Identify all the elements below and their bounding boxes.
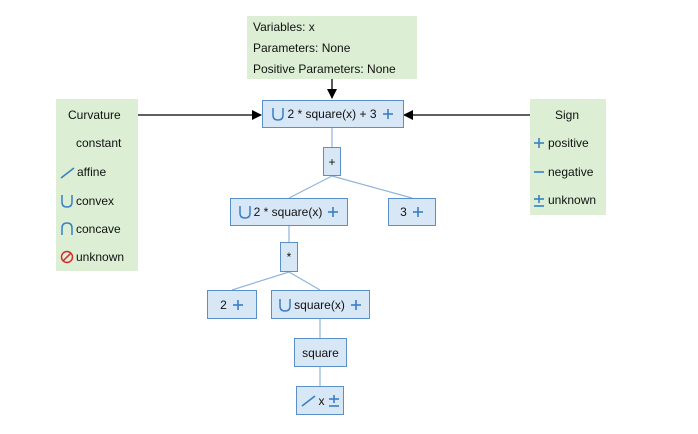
negative-label: negative xyxy=(548,165,594,179)
square-expression-node[interactable]: square(x) xyxy=(271,290,370,319)
concave-label: concave xyxy=(76,222,121,236)
concave-icon xyxy=(60,222,74,236)
legend-concave: concave xyxy=(60,222,121,236)
unknown-curvature-label: unknown xyxy=(76,250,125,264)
curvature-title: Curvature xyxy=(68,108,121,122)
plus-icon xyxy=(327,206,339,218)
info-box: Variables: x Parameters: None Positive P… xyxy=(247,16,417,79)
convex-label: convex xyxy=(76,194,115,208)
root-expression-label: 2 * square(x) + 3 xyxy=(287,107,377,121)
legend-negative: negative xyxy=(533,165,593,179)
unknown-curvature-icon xyxy=(60,250,74,264)
constant-two-label: 2 xyxy=(220,297,227,312)
plus-icon xyxy=(382,108,394,120)
plus-minus-icon xyxy=(328,394,340,407)
product-expression-node[interactable]: 2 * square(x) xyxy=(230,198,348,226)
affine-icon xyxy=(301,394,316,407)
sign-legend: Sign positive negative unknown xyxy=(530,99,606,215)
constant-three-node[interactable]: 3 xyxy=(388,198,436,226)
convex-icon xyxy=(238,205,251,219)
constant-label: constant xyxy=(76,136,122,150)
plus-operator-label: + xyxy=(328,154,336,169)
positive-label: positive xyxy=(548,136,589,150)
times-operator-node[interactable]: * xyxy=(280,242,298,272)
unknown-sign-label: unknown xyxy=(548,193,597,207)
legend-constant: constant xyxy=(76,136,121,150)
affine-label: affine xyxy=(77,165,107,179)
convex-icon xyxy=(272,107,285,121)
plus-icon xyxy=(412,206,424,218)
constant-three-label: 3 xyxy=(400,205,407,219)
square-function-label: square xyxy=(302,345,339,360)
square-expression-label: square(x) xyxy=(294,297,345,312)
legend-positive: positive xyxy=(533,136,589,150)
legend-affine: affine xyxy=(60,165,106,179)
plus-operator-node[interactable]: + xyxy=(323,147,341,176)
plus-icon xyxy=(533,137,545,149)
square-function-node[interactable]: square xyxy=(294,338,347,367)
sign-title: Sign xyxy=(555,108,580,122)
plus-icon xyxy=(350,299,362,311)
variable-x-node[interactable]: x xyxy=(296,386,344,415)
product-expression-label: 2 * square(x) xyxy=(253,205,323,219)
parameters-text: Parameters: None xyxy=(253,41,351,55)
variables-text: Variables: x xyxy=(253,20,315,34)
constant-two-node[interactable]: 2 xyxy=(207,290,257,319)
convex-icon xyxy=(279,298,291,312)
root-expression-node[interactable]: 2 * square(x) + 3 xyxy=(262,100,404,128)
affine-icon xyxy=(60,166,75,179)
legend-convex: convex xyxy=(60,194,114,208)
positive-parameters-text: Positive Parameters: None xyxy=(253,62,396,76)
legend-unknown-sign: unknown xyxy=(533,193,596,207)
minus-icon xyxy=(533,166,545,178)
variable-x-label: x xyxy=(318,393,325,408)
convex-icon xyxy=(60,194,74,208)
times-operator-label: * xyxy=(286,250,292,264)
curvature-legend: Curvature constant affine convex concave… xyxy=(56,99,138,271)
plus-minus-icon xyxy=(533,194,545,207)
legend-unknown-curvature: unknown xyxy=(60,250,124,264)
plus-icon xyxy=(232,299,244,311)
